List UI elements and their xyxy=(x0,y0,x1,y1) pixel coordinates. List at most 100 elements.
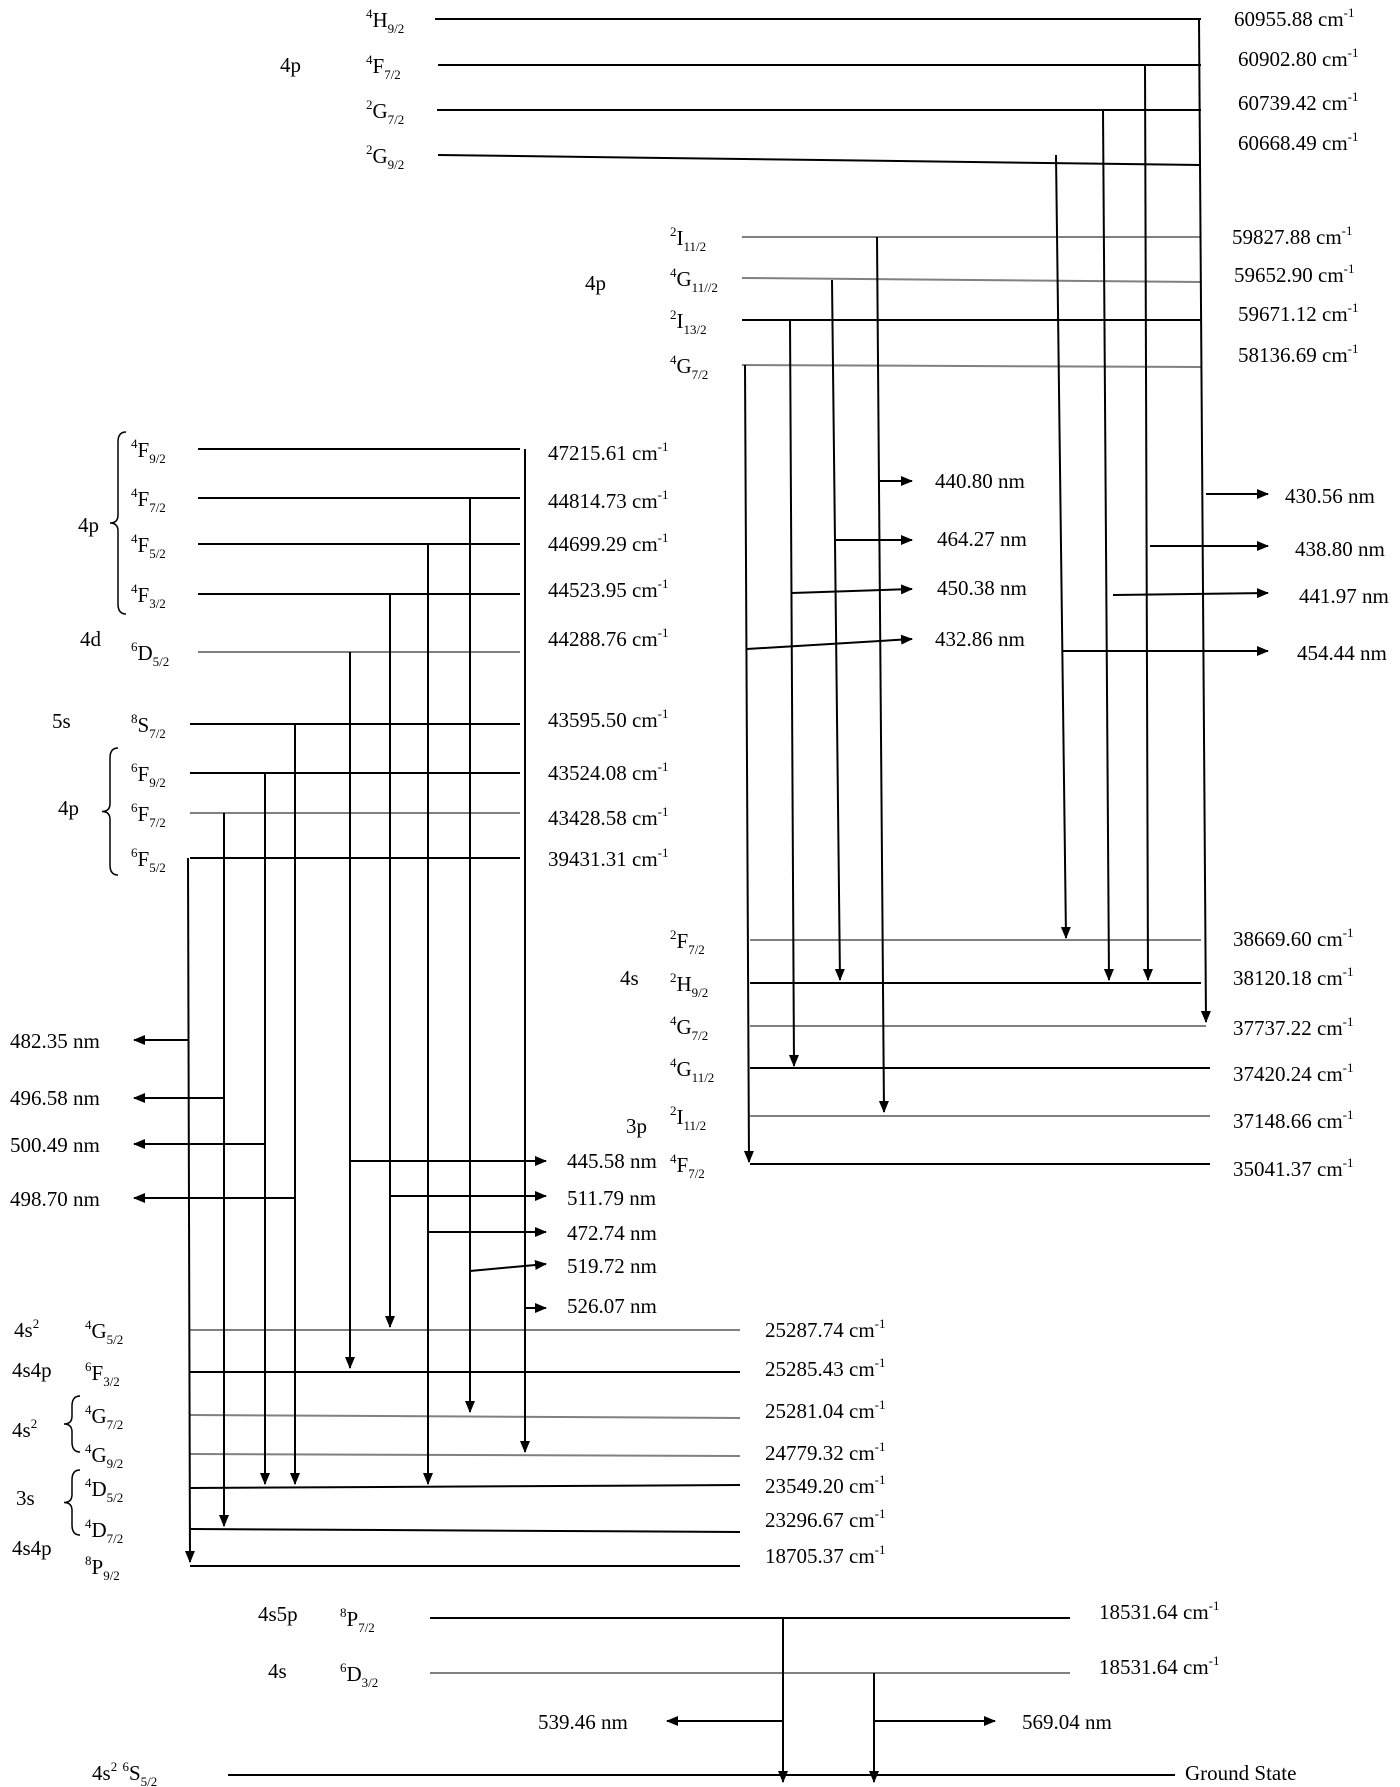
energy-level-line xyxy=(189,1414,741,1419)
wavelength-label: 500.49 nm xyxy=(10,1133,100,1157)
term-label: 8S7/2 xyxy=(131,711,166,741)
configuration-label: 4s2 xyxy=(14,1316,39,1342)
energy-label: 60955.88 cm-1 xyxy=(1234,5,1355,31)
wavelength-label: 438.80 nm xyxy=(1295,537,1385,561)
energy-level-line xyxy=(437,154,1202,166)
term-label: 4F7/2 xyxy=(670,1151,705,1181)
term-label: 4G9/2 xyxy=(85,1441,123,1471)
configuration-label: 4d xyxy=(80,627,102,651)
energy-label: 38669.60 cm-1 xyxy=(1233,925,1354,951)
wavelength-label: 519.72 nm xyxy=(567,1254,657,1278)
transition-branch-arrow xyxy=(746,634,913,650)
ground-state-label: Ground State xyxy=(1185,1761,1296,1785)
transition-arrow xyxy=(876,236,889,1113)
group-brace xyxy=(109,431,127,615)
term-label: 4H9/2 xyxy=(366,6,404,36)
term-label: 2I13/2 xyxy=(670,307,707,337)
term-label: 6F3/2 xyxy=(85,1359,120,1389)
energy-level-line xyxy=(741,364,1202,368)
configuration-label: 4p xyxy=(58,796,79,820)
energy-label: 44814.73 cm-1 xyxy=(548,487,669,513)
term-label: 8P9/2 xyxy=(85,1553,120,1583)
wavelength-label: 539.46 nm xyxy=(538,1710,628,1734)
ground-state-term: 4s2 6S5/2 xyxy=(92,1759,157,1787)
wavelength-label: 441.97 nm xyxy=(1299,584,1389,608)
term-label: 6D5/2 xyxy=(131,639,169,669)
term-label: 4F5/2 xyxy=(131,531,166,561)
energy-label: 37148.66 cm-1 xyxy=(1233,1107,1354,1133)
wavelength-label: 450.38 nm xyxy=(937,576,1027,600)
energy-label: 59652.90 cm-1 xyxy=(1234,261,1355,287)
wavelength-label: 464.27 nm xyxy=(937,527,1027,551)
transition-branch-arrow xyxy=(791,584,913,595)
energy-label: 18705.37 cm-1 xyxy=(765,1542,886,1568)
wavelength-label: 569.04 nm xyxy=(1022,1710,1112,1734)
energy-label: 44523.95 cm-1 xyxy=(548,576,669,602)
energy-label: 59671.12 cm-1 xyxy=(1238,300,1359,326)
term-label: 6F7/2 xyxy=(131,800,166,830)
wavelength-label: 432.86 nm xyxy=(935,627,1025,651)
energy-label: 47215.61 cm-1 xyxy=(548,439,669,465)
energy-level-line xyxy=(741,277,1202,283)
term-label: 2G7/2 xyxy=(366,97,404,127)
energy-label: 60739.42 cm-1 xyxy=(1238,89,1359,115)
energy-label: 25287.74 cm-1 xyxy=(765,1316,886,1342)
group-brace xyxy=(63,1469,81,1536)
transition-arrow xyxy=(1102,109,1114,981)
transition-arrow xyxy=(788,319,799,1067)
term-label: 4G5/2 xyxy=(85,1317,123,1347)
wavelength-label: 482.35 nm xyxy=(10,1029,100,1053)
configuration-label: 4p xyxy=(280,53,301,77)
transition-arrow xyxy=(1055,154,1071,939)
term-label: 4D5/2 xyxy=(85,1475,123,1505)
wavelength-label: 440.80 nm xyxy=(935,469,1025,493)
term-label: 2H9/2 xyxy=(670,970,708,1000)
energy-label: 23296.67 cm-1 xyxy=(765,1506,886,1532)
transition-arrow xyxy=(831,279,845,981)
term-label: 4G7/2 xyxy=(85,1402,123,1432)
configuration-label: 4s2 xyxy=(12,1416,37,1442)
term-label: 2F7/2 xyxy=(670,927,705,957)
energy-label: 60902.80 cm-1 xyxy=(1238,45,1359,71)
configuration-label: 4p xyxy=(585,271,606,295)
transition-branch-arrow xyxy=(469,1260,547,1272)
energy-label: 23549.20 cm-1 xyxy=(765,1472,886,1498)
energy-level-line xyxy=(189,1484,741,1489)
energy-label: 38120.18 cm-1 xyxy=(1233,964,1354,990)
energy-label: 18531.64 cm-1 xyxy=(1099,1653,1220,1679)
wavelength-label: 445.58 nm xyxy=(567,1149,657,1173)
term-label: 8P7/2 xyxy=(340,1605,375,1635)
energy-label: 35041.37 cm-1 xyxy=(1233,1155,1354,1181)
energy-label: 43428.58 cm-1 xyxy=(548,804,669,830)
term-label: 4G7/2 xyxy=(670,352,708,382)
transition-arrow xyxy=(184,857,195,1563)
term-label: 4F3/2 xyxy=(131,581,166,611)
term-label: 4F9/2 xyxy=(131,436,166,466)
wavelength-label: 511.79 nm xyxy=(567,1186,656,1210)
energy-label: 58136.69 cm-1 xyxy=(1238,341,1359,367)
configuration-label: 4s4p xyxy=(12,1536,52,1560)
configuration-label: 4s4p xyxy=(12,1358,52,1382)
energy-label: 43595.50 cm-1 xyxy=(548,706,669,732)
transition-arrow xyxy=(1198,18,1211,1023)
configuration-label: 3p xyxy=(626,1114,647,1138)
term-label: 6F9/2 xyxy=(131,760,166,790)
term-label: 6F5/2 xyxy=(131,845,166,875)
term-label: 6D3/2 xyxy=(340,1660,378,1690)
configuration-label: 5s xyxy=(52,709,71,733)
energy-level-line xyxy=(189,1528,741,1533)
energy-label: 59827.88 cm-1 xyxy=(1232,223,1353,249)
wavelength-label: 454.44 nm xyxy=(1297,641,1387,665)
term-label: 4G7/2 xyxy=(670,1013,708,1043)
wavelength-label: 526.07 nm xyxy=(567,1294,657,1318)
group-brace xyxy=(63,1395,81,1453)
energy-label: 39431.31 cm-1 xyxy=(548,845,669,871)
configuration-label: 3s xyxy=(16,1486,35,1510)
energy-label: 25281.04 cm-1 xyxy=(765,1397,886,1423)
configuration-label: 4p xyxy=(78,513,99,537)
energy-label: 43524.08 cm-1 xyxy=(548,759,669,785)
transition-branch-arrow xyxy=(1112,588,1269,599)
configuration-label: 4s xyxy=(620,966,639,990)
term-label: 4F7/2 xyxy=(366,52,401,82)
